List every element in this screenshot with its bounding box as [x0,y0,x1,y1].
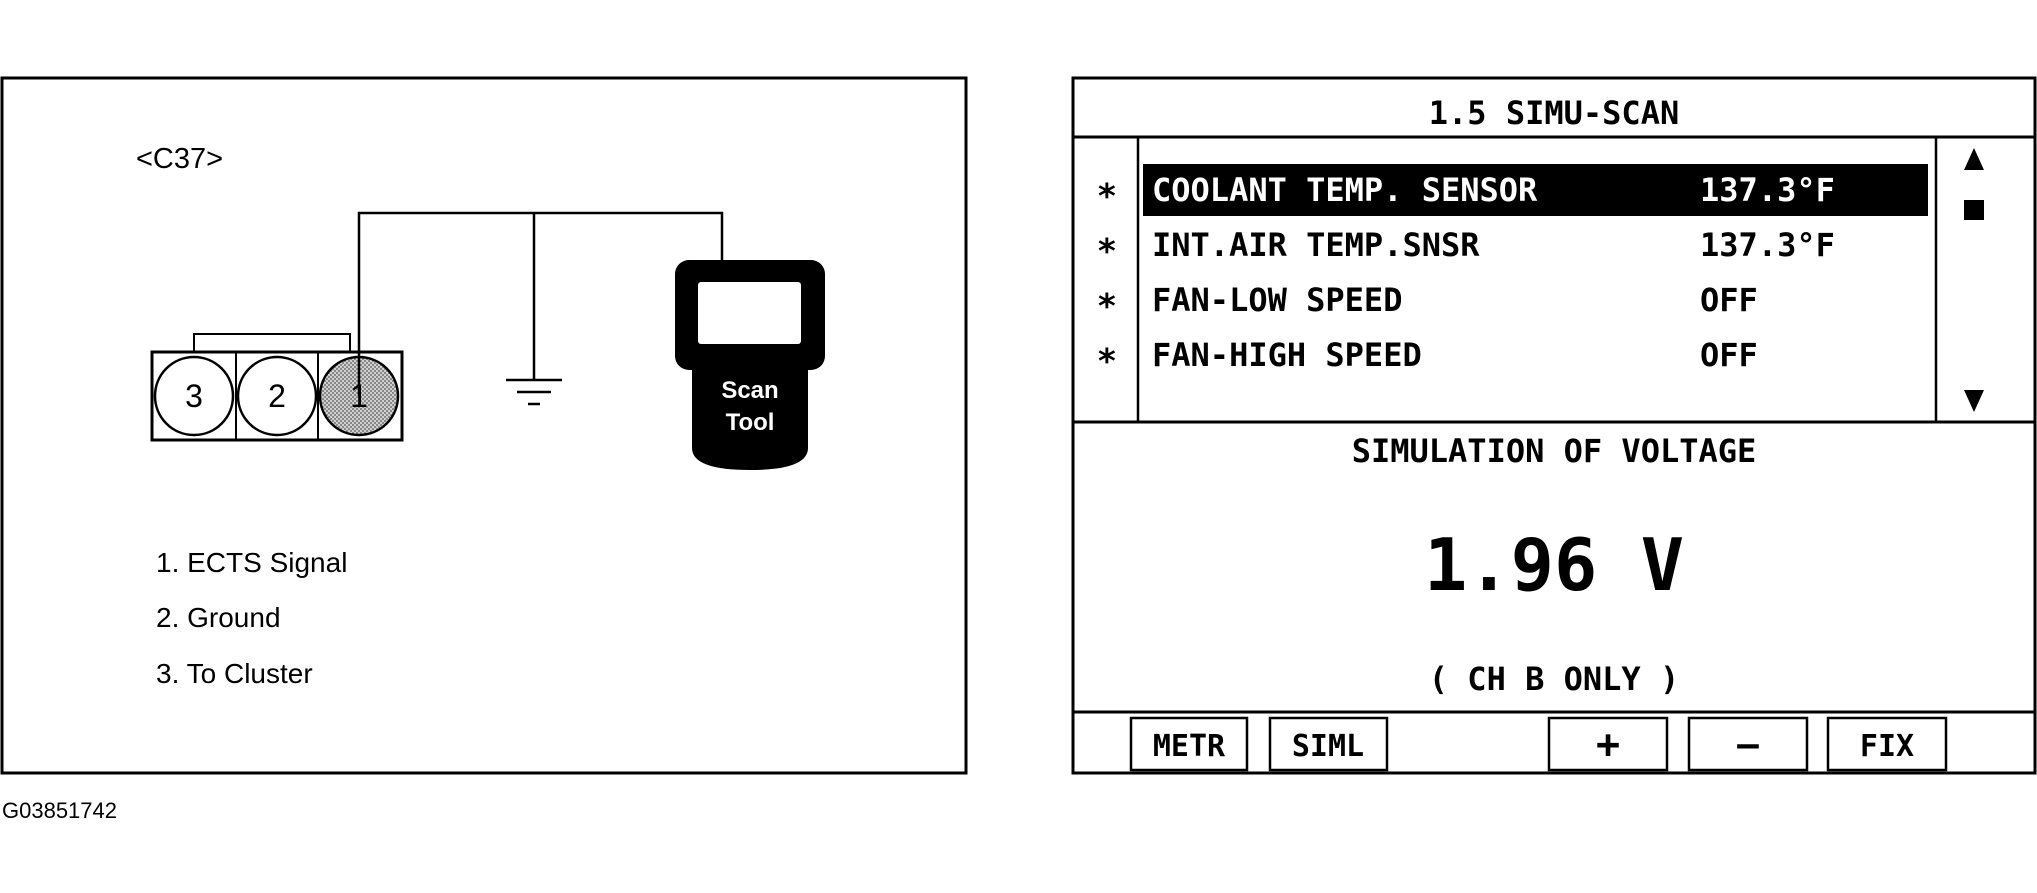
scan-tool-label: Scan [721,377,778,404]
scroll-down-icon[interactable] [1964,390,1984,412]
row-value: 137.3°F [1700,226,1835,264]
ground-symbol-icon [506,378,562,406]
scan-tool-icon: Scan Tool [675,260,825,470]
screen-title: 1.5 SIMU-SCAN [1429,94,1679,132]
row-marker: ∗ [1097,170,1117,210]
pin-3-label: 3 [185,378,203,414]
list-item[interactable]: ∗ FAN-HIGH SPEED OFF [1097,335,1758,375]
connector-code: <C37> [136,143,223,175]
softkey-label: METR [1153,729,1226,764]
row-label: COOLANT TEMP. SENSOR [1152,171,1538,209]
scanner-screen: 1.5 SIMU-SCAN ∗ COOLANT TEMP. SENSOR 137… [1071,76,2037,775]
row-label: INT.AIR TEMP.SNSR [1152,226,1480,264]
softkey-metr-button[interactable]: METR [1129,716,1249,772]
connector-latch [193,333,351,353]
softkey-label: + [1596,722,1620,768]
row-value: OFF [1700,281,1758,319]
scan-tool-label: Tool [726,409,775,436]
row-marker: ∗ [1097,225,1117,265]
row-highlight [1143,164,1928,216]
scan-tool-grip [692,368,808,470]
scan-tool-screen [698,282,801,344]
legend-item: 3. To Cluster [156,658,313,689]
row-marker: ∗ [1097,335,1117,375]
scroll-up-icon[interactable] [1964,148,1984,170]
left-panel-frame [0,76,968,775]
legend-item: 1. ECTS Signal [156,547,347,578]
row-label: FAN-LOW SPEED [1152,281,1402,319]
softkey-fix-button[interactable]: FIX [1826,716,1948,772]
row-value: OFF [1700,336,1758,374]
list-item[interactable]: ∗ INT.AIR TEMP.SNSR 137.3°F [1097,225,1835,265]
list-item[interactable]: ∗ COOLANT TEMP. SENSOR 137.3°F [1097,164,1928,216]
softkey-minus-button[interactable]: — [1687,716,1809,772]
pin-3 [153,355,235,437]
row-label: FAN-HIGH SPEED [1152,336,1422,374]
scroll-thumb-icon[interactable] [1964,200,1984,220]
pin-2 [236,355,318,437]
list-item[interactable]: ∗ FAN-LOW SPEED OFF [1097,280,1758,320]
row-value: 137.3°F [1700,171,1835,209]
legend-item: 2. Ground [156,602,281,633]
channel-note: ( CH B ONLY ) [1429,660,1679,698]
pin-2-label: 2 [268,378,286,414]
connector-c37: 3 2 1 [150,333,404,442]
section-title: SIMULATION OF VOLTAGE [1352,432,1757,470]
connector-diagram-panel: <C37> 3 2 1 [0,76,968,775]
softkey-label: FIX [1860,729,1914,764]
signal-wire [357,211,724,396]
softkey-plus-button[interactable]: + [1547,716,1669,772]
softkey-label: SIML [1292,729,1364,764]
figure-id: G03851742 [2,798,117,823]
softkey-siml-button[interactable]: SIML [1268,716,1389,772]
voltage-readout: 1.96 V [1424,523,1684,607]
softkey-label: — [1737,724,1759,765]
wiring [357,211,724,396]
row-marker: ∗ [1097,280,1117,320]
